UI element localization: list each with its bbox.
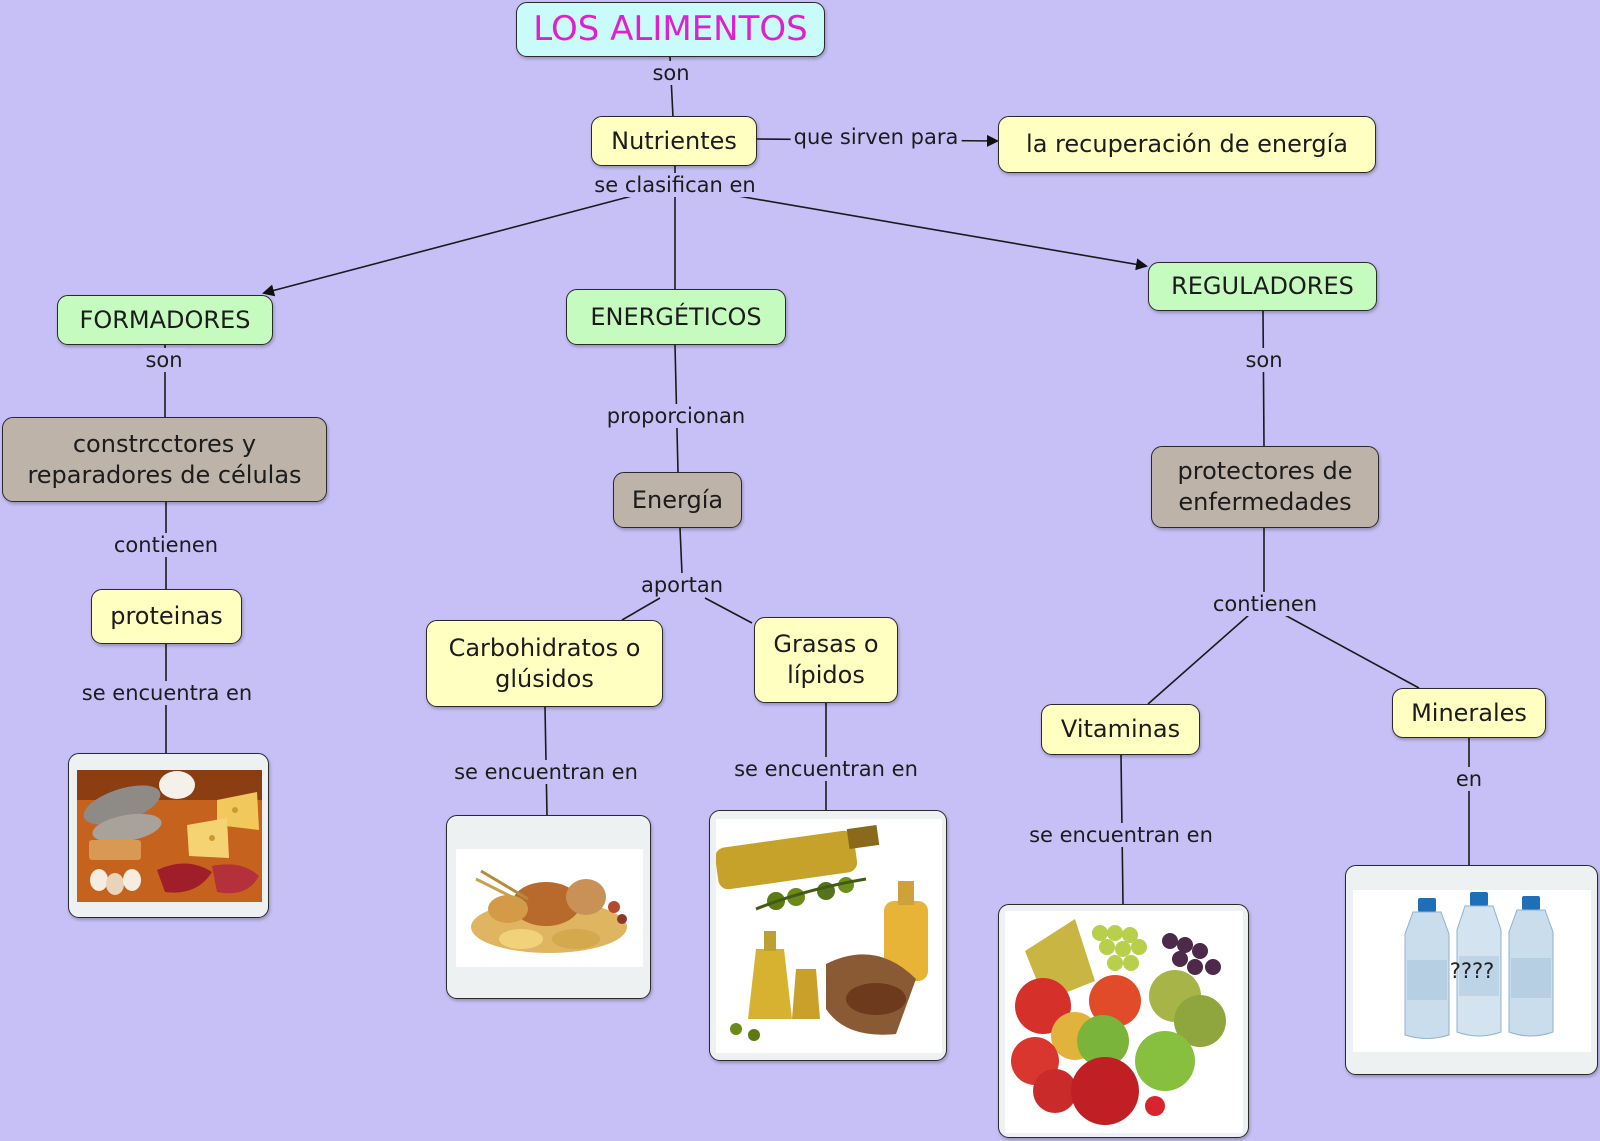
water-bottles-image[interactable]: ???? — [1345, 865, 1598, 1075]
node-formadores[interactable]: FORMADORES — [57, 295, 273, 345]
link-label-aportan: aportan — [637, 573, 727, 597]
node-minerales[interactable]: Minerales — [1392, 688, 1546, 738]
link-label-son: son — [142, 348, 186, 372]
grains-breads-image[interactable] — [446, 815, 651, 999]
link-clasifican-reguladores — [737, 195, 1148, 271]
link-label-se-encuentran-en: se encuentran en — [1026, 823, 1216, 847]
link-label-se-clasifican-en: se clasifican en — [591, 173, 759, 197]
fruits-illustration — [1005, 911, 1243, 1133]
node-proteinas[interactable]: proteinas — [91, 589, 242, 644]
link-reguladores-protectores — [1262, 310, 1265, 447]
olive-oil-image[interactable] — [709, 810, 947, 1061]
link-aportan-carbohidratos — [621, 597, 661, 621]
node-protectores[interactable]: protectores de enfermedades — [1151, 446, 1379, 528]
node-grasas[interactable]: Grasas o lípidos — [754, 617, 898, 703]
link-clasifican-formadores — [262, 195, 633, 297]
node-reguladores[interactable]: REGULADORES — [1148, 262, 1377, 311]
node-constructores[interactable]: constrcctores y reparadores de células — [2, 417, 327, 502]
link-label-se-encuentran-en: se encuentran en — [451, 760, 641, 784]
link-label-son: son — [649, 61, 693, 85]
link-label-son: son — [1242, 348, 1286, 372]
link-contienen-vitaminas — [1147, 613, 1251, 705]
link-label-contienen: contienen — [110, 533, 222, 557]
node-nutrientes[interactable]: Nutrientes — [591, 116, 757, 166]
node-recuperacion-energia[interactable]: la recuperación de energía — [998, 116, 1376, 173]
olive-oil-illustration — [716, 819, 942, 1053]
grains-breads-illustration — [456, 849, 643, 967]
link-label-que-sirven-para: que sirven para — [790, 125, 962, 149]
link-contienen-minerales — [1282, 613, 1420, 689]
node-energia[interactable]: Energía — [613, 472, 742, 528]
node-energeticos[interactable]: ENERGÉTICOS — [566, 289, 786, 345]
minerales-question-marks: ???? — [1449, 959, 1495, 983]
link-label-contienen: contienen — [1209, 592, 1321, 616]
link-aportan-grasas — [704, 597, 753, 624]
link-label-en: en — [1452, 767, 1486, 791]
link-energia-aportan — [679, 527, 683, 575]
fruits-image[interactable] — [998, 904, 1249, 1138]
node-carbohidratos[interactable]: Carbohidratos o glúsidos — [426, 620, 663, 707]
protein-foods-image[interactable] — [68, 753, 269, 918]
node-vitaminas[interactable]: Vitaminas — [1041, 704, 1200, 755]
water-bottles-illustration — [1353, 890, 1591, 1052]
link-label-se-encuentran-en: se encuentran en — [731, 757, 921, 781]
node-los-alimentos[interactable]: LOS ALIMENTOS — [516, 2, 825, 57]
link-label-se-encuentra-en: se encuentra en — [78, 681, 256, 705]
link-label-proporcionan: proporcionan — [603, 404, 749, 428]
protein-foods-illustration — [77, 770, 262, 902]
